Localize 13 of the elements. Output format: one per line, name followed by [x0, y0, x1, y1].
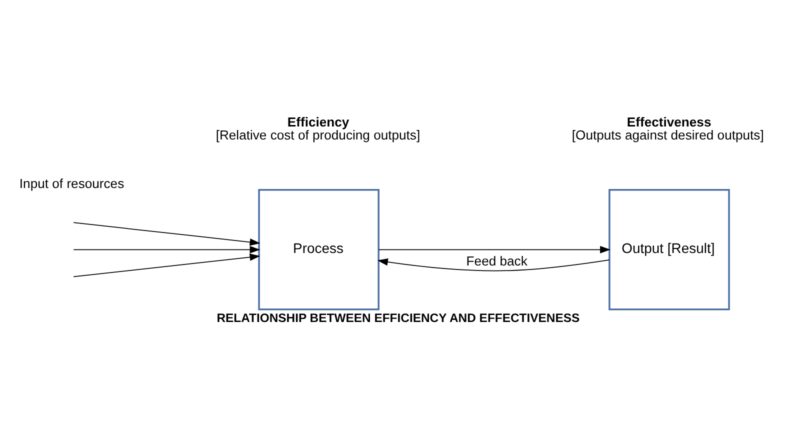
- label: Input of resources: [19, 176, 124, 192]
- arrow: [73, 246, 260, 254]
- arrow: [377, 258, 610, 272]
- edge-label: Feed back: [466, 253, 528, 268]
- node-box: Output [Result]: [608, 188, 730, 310]
- node-label: Effectiveness: [626, 114, 712, 130]
- arrow: [73, 254, 260, 278]
- caption: RELATIONSHIP BETWEEN EFFICIENCY AND EFFECTIVENESS: [216, 310, 580, 325]
- node-label: Efficiency: [287, 114, 350, 130]
- node-box: Process: [258, 188, 380, 310]
- arrow: [73, 222, 260, 246]
- node-label: [Outputs against desired outputs]: [572, 128, 764, 143]
- arrow: [378, 246, 611, 254]
